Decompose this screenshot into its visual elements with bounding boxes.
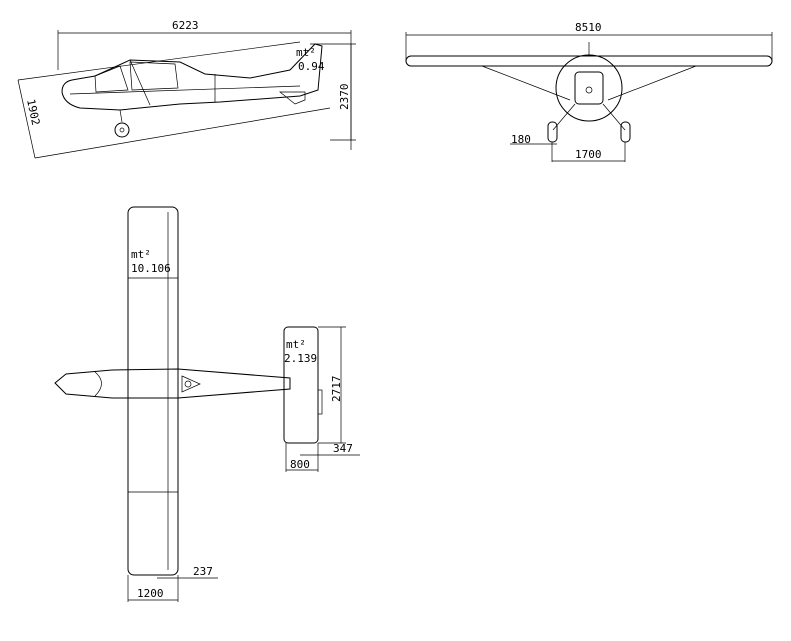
stab-chord-value: 800 (290, 458, 310, 471)
front-wing (405, 55, 773, 67)
wing-chord-value: 1200 (137, 587, 164, 600)
right-strut (607, 65, 697, 101)
top-wing (127, 206, 179, 576)
track-value: 1700 (575, 148, 602, 161)
cabin-window (129, 61, 179, 91)
left-gear-leg (552, 103, 576, 131)
span-value: 8510 (575, 21, 602, 34)
spinner (585, 86, 593, 94)
horizontal-stabilizer (279, 91, 306, 105)
propeller-disc (555, 54, 623, 122)
main-wheel-hub (119, 127, 125, 133)
trim-tab (317, 389, 323, 415)
cowl-line (94, 371, 102, 397)
fuselage-outline (61, 43, 323, 111)
stab-area-label: mt² (286, 338, 306, 351)
horizontal-stabilizer-top (283, 326, 319, 444)
diagonal-dimension-line (17, 79, 36, 159)
top-fuselage (54, 368, 291, 399)
elevator-chord-value: 347 (333, 442, 353, 455)
aileron-chord-value: 237 (193, 565, 213, 578)
wing-area-value: 10.106 (131, 262, 171, 275)
length-value: 6223 (172, 19, 199, 32)
wing-strut (129, 59, 151, 106)
right-gear-leg (602, 103, 626, 131)
cabin-triangle (181, 375, 201, 393)
top-view: mt² 10.106 mt² 2.139 2717 800 347 1200 2… (54, 206, 360, 602)
main-wheel (114, 122, 130, 138)
wing-area-label: mt² (131, 248, 151, 261)
wheel-width-value: 180 (511, 133, 531, 146)
front-cowl (574, 71, 604, 105)
front-window (94, 65, 129, 93)
stab-span-value: 2717 (330, 376, 343, 403)
tail-area-value: 0.94 (298, 60, 325, 73)
front-view: 8510 180 1700 (405, 21, 773, 162)
right-wheel (620, 121, 631, 143)
fuselage-stripe (69, 85, 301, 95)
stab-area-value: 2.139 (284, 352, 317, 365)
diagonal-value: 1902 (24, 98, 42, 127)
diagonal-ground-line (34, 107, 331, 159)
height-value: 2370 (338, 84, 351, 111)
tail-area-label: mt² (296, 46, 316, 59)
left-wheel (547, 121, 558, 143)
left-strut (481, 65, 571, 101)
cabin-dot (184, 380, 192, 388)
gear-leg (119, 109, 123, 123)
side-view: 6223 2370 1902 mt² 0.94 (17, 19, 356, 159)
